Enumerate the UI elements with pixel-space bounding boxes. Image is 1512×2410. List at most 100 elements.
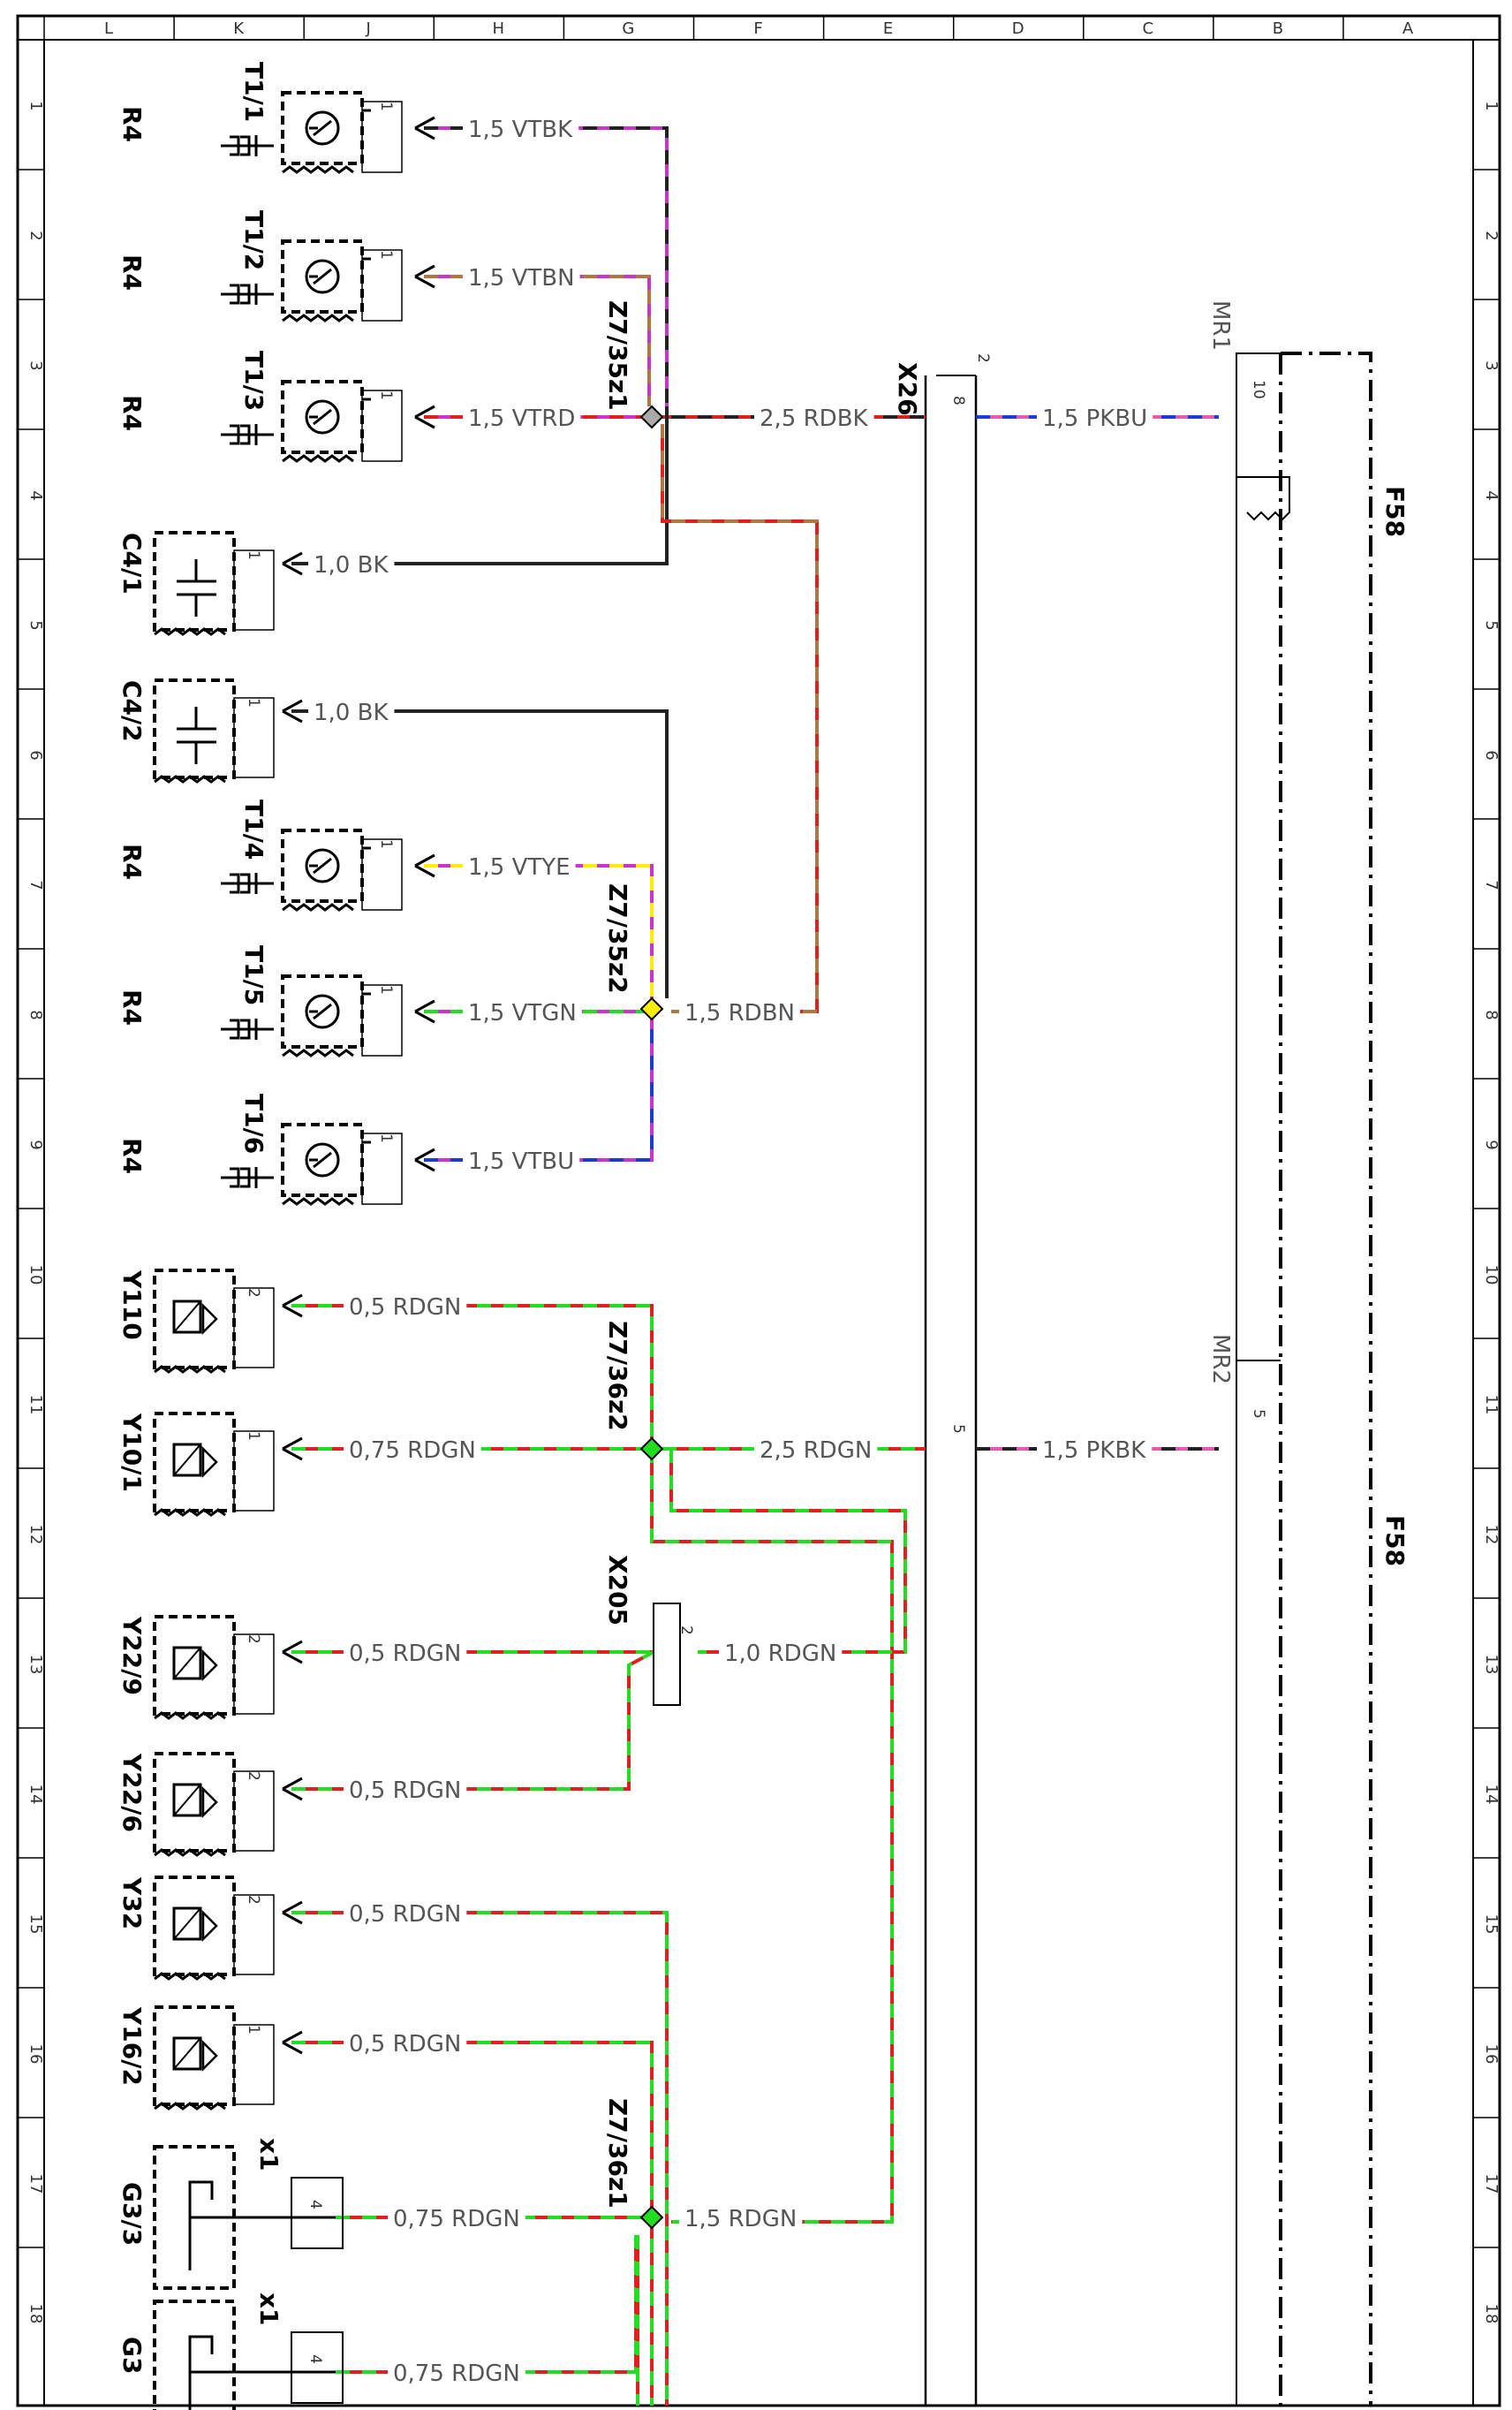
row-label-right: 3 [1482,360,1501,370]
wire-label-vtrd: 1,5 VTRD [468,405,575,432]
wire-bk-2 [291,709,669,998]
wire-label-bg [754,1436,878,1465]
y10_1-valve [153,1412,276,1517]
x26-pin-2: 2 [974,353,992,363]
pin-label: 1 [245,1431,262,1441]
row-label-right: 14 [1482,1785,1501,1805]
x26-pin-5: 5 [949,1424,967,1434]
r4-socket [219,871,276,896]
wire-rdgn-15 [650,1449,894,2224]
row-label-left: 5 [26,620,45,630]
wire-label-rdbn: 1,5 RDBN [684,1000,795,1027]
svg-text:Z7/36z1: Z7/36z1 [603,2098,632,2209]
x205-pin-2: 2 [677,1626,695,1635]
row-label-left: 13 [26,1655,45,1675]
column-label: L [104,19,113,38]
pin-label: 1 [377,390,395,400]
wire-bk-1 [291,406,669,565]
wire-label-bg [344,1436,481,1465]
f58-label-upper: F58 [1380,486,1410,537]
row-label-right: 7 [1482,880,1501,890]
y16_2-valve [153,2005,276,2111]
column-label: E [883,19,893,38]
pin-label: 2 [245,1771,262,1781]
capacitor-label: C4/1 [117,533,147,595]
x1-connector [291,2331,344,2404]
row-label-left: 14 [26,1785,45,1805]
row-label-left: 6 [26,750,45,760]
relay-label: T1/3 [239,351,268,411]
r4-label: R4 [117,1138,147,1174]
row-label-left: 10 [26,1265,45,1285]
wire-rdgn-05c-stripe [291,1650,654,1791]
wire-label-bg [388,2360,525,2388]
wire-label-rdgn_05c: 0,5 RDGN [349,1777,461,1804]
relay-label: T1/4 [239,800,268,860]
x205-label: X205 [603,1555,632,1626]
r4-label: R4 [117,395,147,431]
pin-label: 4 [306,2200,324,2209]
wire-label-bg [463,116,579,144]
pin-label: 1 [377,839,395,849]
y22_9-valve [153,1615,276,1720]
row-label-left: 2 [26,231,45,240]
column-label: C [1143,19,1154,38]
relay-label: T1/5 [239,945,268,1005]
column-label: B [1273,19,1283,38]
f58-module: F58 F58 [1279,352,1410,2406]
pin-label: 2 [245,1288,262,1298]
wire-label-bg [463,405,581,433]
pin-label: 1 [245,550,262,560]
wire-rdgn-05d-stripe [291,1911,669,2406]
wire-label-bg [463,1148,580,1176]
wire-label-bg [679,999,800,1027]
column-label: H [493,19,505,38]
wire-rdgn-075c-stripe [336,2235,638,2374]
wire-rdgn-05c [291,1650,654,1791]
capacitor-label: C4/2 [117,680,147,742]
wire-rdgn-05a-stripe [291,1304,654,1438]
wire-label-rdgn_075c: 0,75 RDGN [393,2361,520,2387]
wire-label-rdgn_15: 1,5 RDGN [684,2206,797,2232]
valve-label: Y22/6 [117,1753,147,1832]
svg-text:Z7/35z1: Z7/35z1 [603,300,632,411]
wire-label-bg [344,1640,467,1668]
mr1-module: MR1 10 MR2 5 [1207,300,1290,2406]
wire-label-rdgn_05e: 0,5 RDGN [349,2031,461,2058]
wire-label-rdgn_075b: 0,75 RDGN [393,2206,520,2232]
wire-label-bg [344,1777,467,1805]
row-label-right: 6 [1482,750,1501,760]
pin-label: 1 [245,698,262,708]
g3-sensor [153,2300,236,2410]
wire-label-bg [679,2205,803,2233]
wire-label-bg [754,405,874,433]
r4-socket [219,422,276,447]
row-label-right: 17 [1482,2174,1501,2194]
pin-label: 4 [306,2354,324,2364]
wire-rdbn-stripe [661,424,819,1013]
wire-rdgn-15-stripe [650,1449,894,2224]
wire-label-rdgn_25: 2,5 RDGN [760,1437,872,1464]
valve-label: Y22/9 [117,1616,147,1695]
wire-vtbn-stripe [424,275,651,406]
x26-pin-8: 8 [949,396,967,405]
column-label: F [753,19,762,38]
row-label-left: 1 [26,101,45,110]
valve-label: Y32 [117,1876,147,1929]
wire-label-rdgn_05d: 0,5 RDGN [349,1901,461,1928]
column-label: J [366,19,371,38]
x26-connector: X26 2 8 5 [893,353,992,2406]
wire-label-bg [388,2205,525,2233]
sheet-frame [16,14,1501,2407]
row-label-right: 18 [1482,2304,1501,2324]
x1-label: x1 [254,2138,284,2171]
row-label-right: 4 [1482,490,1501,500]
wire-label-bk2: 1,0 BK [314,700,389,726]
valve-label: Y16/2 [117,2006,147,2086]
row-label-right: 10 [1482,1265,1501,1285]
pin-label: 1 [377,1133,395,1143]
